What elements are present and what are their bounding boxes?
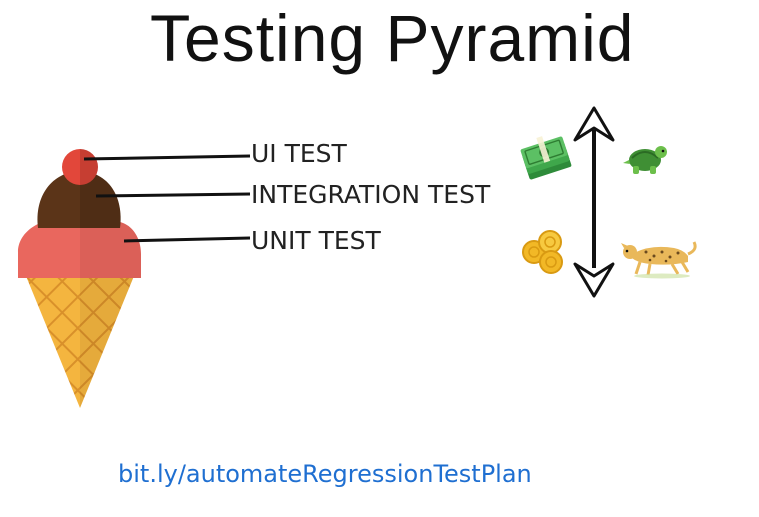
page-title: Testing Pyramid	[150, 1, 635, 75]
ui-leader-line	[83, 154, 251, 161]
waffle-cone	[26, 276, 134, 408]
integration-test-label: INTEGRATION TEST	[251, 180, 491, 209]
double-headed-arrow-icon	[573, 106, 615, 298]
regression-test-plan-link[interactable]: bit.ly/automateRegressionTestPlan	[118, 460, 532, 488]
gold-coins-icon	[522, 230, 563, 274]
turtle-icon	[623, 146, 667, 174]
ui-test-label: UI TEST	[251, 139, 347, 168]
money-stack-icon	[520, 136, 572, 180]
integration-leader-line	[95, 192, 251, 198]
cheetah-icon	[621, 241, 697, 279]
cherry	[62, 149, 98, 185]
unit-leader-line	[123, 236, 251, 243]
unit-test-label: UNIT TEST	[251, 226, 381, 255]
chocolate-scoop	[37, 171, 121, 228]
